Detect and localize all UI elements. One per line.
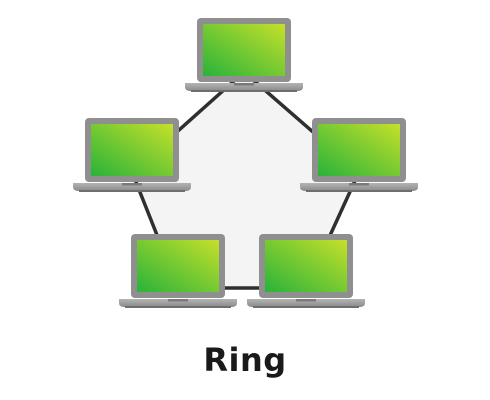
laptop-icon <box>247 234 365 308</box>
ring-nodes <box>73 18 418 308</box>
laptop-base-shadow <box>253 306 359 308</box>
laptop-base-shadow <box>125 306 231 308</box>
laptop-base <box>119 299 237 307</box>
laptop-hinge <box>234 83 254 86</box>
laptop-screen <box>318 124 400 176</box>
laptop-icon <box>300 118 418 192</box>
laptop-icon <box>73 118 191 192</box>
laptop-icon <box>185 18 303 92</box>
laptop-base-shadow <box>191 90 297 92</box>
laptop-base <box>185 83 303 91</box>
laptop-hinge <box>122 183 142 186</box>
laptop-icon <box>119 234 237 308</box>
laptop-screen <box>203 24 285 76</box>
laptop-hinge <box>296 299 316 302</box>
diagram-title: Ring <box>203 341 287 379</box>
laptop-hinge <box>349 183 369 186</box>
laptop-hinge <box>168 299 188 302</box>
laptop-screen <box>265 240 347 292</box>
laptop-base <box>73 183 191 191</box>
laptop-base <box>247 299 365 307</box>
laptop-screen <box>137 240 219 292</box>
laptop-base <box>300 183 418 191</box>
laptop-screen <box>91 124 173 176</box>
laptop-base-shadow <box>79 190 185 192</box>
laptop-base-shadow <box>306 190 412 192</box>
